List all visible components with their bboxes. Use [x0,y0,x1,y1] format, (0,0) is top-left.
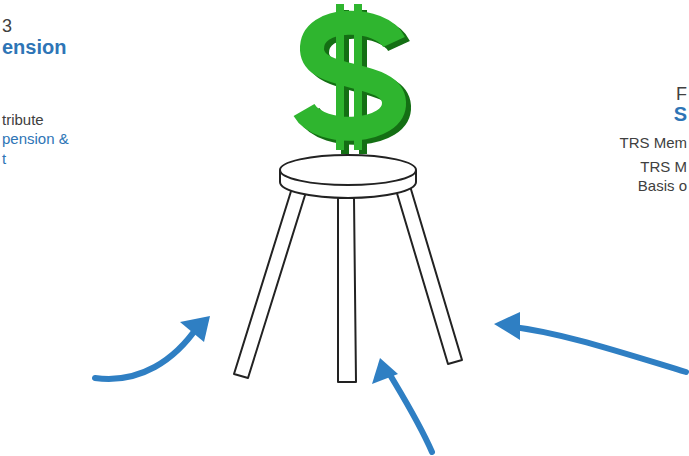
seat-top [280,155,416,185]
left-arrow [95,326,198,379]
arrowhead [180,316,210,342]
right-arrow [506,326,686,372]
section-heading: S [674,103,687,126]
arrowhead [372,358,398,384]
arrows [95,326,686,452]
body-text: Basis o [638,177,687,194]
section-heading: ension [2,36,66,59]
stool-leg [234,188,306,378]
section-number: 3 [2,16,12,37]
body-text: TRS M [640,158,687,175]
section-letter: F [676,84,687,105]
stool-legs [234,186,462,382]
body-text: TRS Mem [620,134,688,151]
stool-seat [280,155,416,198]
stool-leg [338,198,356,382]
arrowhead [494,312,520,340]
body-text: tribute [2,111,44,128]
dollar-symbol [304,4,399,154]
bottom-arrow [386,368,432,452]
body-text: t [2,150,6,167]
stool-leg [396,186,462,364]
body-text: pension & [2,130,69,147]
